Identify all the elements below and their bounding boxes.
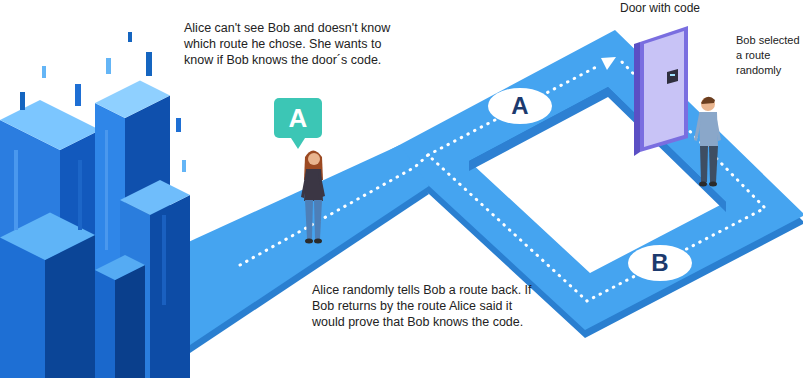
block-face — [95, 270, 115, 378]
city-blocks — [0, 32, 190, 378]
block-face — [95, 255, 145, 280]
route-ellipse — [628, 245, 692, 281]
bubble-body — [274, 98, 322, 138]
block-face — [0, 238, 45, 378]
bob-leg — [700, 146, 708, 182]
block-piece — [176, 118, 181, 132]
alice-face — [308, 153, 320, 165]
route-line — [428, 62, 765, 301]
block-piece — [20, 92, 25, 110]
bob-figure — [694, 97, 721, 187]
bubble-pointer — [291, 138, 305, 149]
block-face — [0, 100, 100, 150]
route-marker: A — [488, 88, 552, 124]
block-face — [95, 81, 170, 119]
block-stripe — [14, 150, 18, 230]
speech-letter: A — [289, 105, 308, 131]
platform — [160, 30, 803, 353]
block-face — [120, 180, 190, 215]
code-door: Door with code — [630, 22, 690, 160]
block-piece — [75, 84, 81, 106]
route-letter: A — [511, 94, 528, 118]
alice-leg — [314, 200, 322, 239]
bob-hair — [701, 97, 715, 104]
block-piece — [106, 58, 111, 74]
door-frame — [640, 26, 688, 152]
block-piece — [182, 160, 186, 172]
route-arrowhead — [601, 57, 616, 70]
route-letter: B — [651, 251, 668, 275]
alice-arm — [301, 171, 309, 198]
alice-shoe — [305, 239, 313, 244]
block-face — [115, 265, 145, 378]
keypad — [667, 69, 678, 84]
block-face — [45, 235, 95, 378]
alice-arm — [318, 171, 325, 197]
bob-leg — [709, 146, 718, 182]
annotation-text: Alice randomly tells Bob a route back. I… — [312, 282, 534, 330]
route-line — [428, 66, 598, 155]
door-label: Door with code — [620, 2, 700, 14]
keypad-screen — [670, 74, 675, 76]
bob-shoe — [699, 182, 707, 187]
block-piece — [146, 52, 152, 76]
bob-arm — [714, 114, 721, 141]
route-marker: B — [628, 245, 692, 281]
alice-shoe — [314, 239, 322, 244]
block-piece — [128, 32, 132, 42]
bob-shoe — [709, 182, 717, 187]
route-ellipse — [488, 88, 552, 124]
bob-face — [701, 97, 715, 111]
bob-arm — [694, 114, 702, 141]
speech-bubble: A — [274, 98, 322, 138]
block-face — [150, 195, 190, 378]
block-stripe — [162, 215, 166, 305]
annotation-text: Alice can't see Bob and doesn't know whi… — [184, 20, 406, 68]
block-piece — [42, 66, 46, 78]
alice-figure — [301, 151, 325, 244]
door-outline — [630, 22, 690, 160]
block-stripe — [78, 160, 82, 230]
alice-leg — [305, 200, 313, 239]
block-stripe — [105, 130, 108, 250]
annotation-text: Bob selected a route randomly — [736, 33, 802, 78]
door-side — [634, 42, 640, 156]
door-panel — [644, 31, 684, 147]
route-line — [240, 155, 428, 265]
